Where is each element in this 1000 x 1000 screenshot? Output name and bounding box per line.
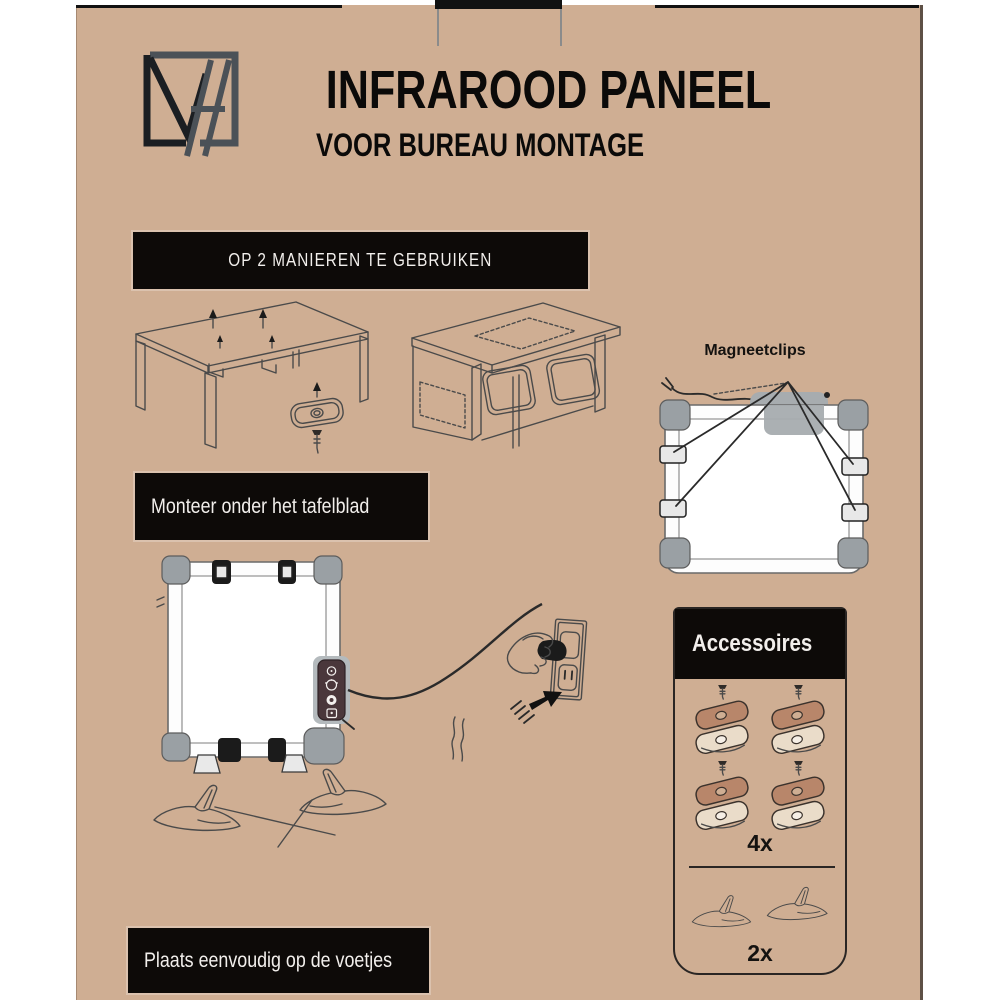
feet-banner-label: Plaats eenvoudig op de voetjes bbox=[144, 948, 393, 972]
accessories-title: Accessoires bbox=[692, 630, 813, 657]
page-title: INFRAROOD PANEEL bbox=[325, 60, 772, 120]
mount-banner-label: Monteer onder het tafelblad bbox=[151, 494, 370, 518]
usage-banner-label: OP 2 MANIEREN TE GEBRUIKEN bbox=[228, 250, 493, 270]
accessories-divider bbox=[689, 866, 835, 868]
feet-count: 2x bbox=[747, 940, 773, 966]
top-border-right bbox=[655, 5, 919, 8]
foot-bracket-illustration-left bbox=[153, 784, 241, 832]
foot-bracket-illustration-right bbox=[299, 768, 387, 816]
magnet-plate bbox=[290, 397, 344, 429]
motion-squiggle bbox=[451, 716, 465, 762]
mount-banner: Monteer onder het tafelblad bbox=[135, 473, 428, 540]
panel-clips bbox=[212, 560, 296, 762]
plug-icon bbox=[537, 639, 567, 661]
top-border-left bbox=[76, 5, 342, 8]
desk-illustration bbox=[411, 302, 621, 449]
magnet-panel-illustration bbox=[659, 377, 869, 574]
vh-monogram-logo-icon bbox=[143, 51, 239, 157]
accessories-feet-illustration bbox=[690, 884, 828, 930]
feet-banner: Plaats eenvoudig op de voetjes bbox=[128, 928, 429, 993]
accessories-banner: Accessoires bbox=[675, 609, 845, 679]
table-underside-illustration bbox=[135, 301, 369, 454]
page-subtitle: VOOR BUREAU MONTAGE bbox=[315, 127, 645, 163]
screw bbox=[312, 430, 322, 454]
thermostat-controller bbox=[313, 656, 355, 730]
wall-outlet-hand-illustration bbox=[506, 618, 588, 724]
magnet-clips-label: Magneetclips bbox=[704, 342, 806, 359]
accessories-clipset-illustration bbox=[693, 684, 827, 831]
magnet-clips bbox=[659, 445, 869, 522]
panel-feet bbox=[193, 754, 308, 774]
power-cable-illustration bbox=[347, 602, 543, 700]
foot-leader-lines bbox=[214, 799, 336, 848]
clip-sets-count: 4x bbox=[747, 830, 773, 856]
screw-arrows bbox=[209, 309, 321, 398]
fold-line-right bbox=[560, 9, 562, 46]
hand-outline bbox=[506, 632, 554, 675]
heating-panel-illustration bbox=[156, 555, 355, 774]
usage-banner: OP 2 MANIEREN TE GEBRUIKEN bbox=[133, 232, 588, 289]
push-arrow-icon bbox=[510, 691, 562, 724]
fold-line-left bbox=[437, 9, 439, 46]
box-tab bbox=[435, 0, 562, 9]
